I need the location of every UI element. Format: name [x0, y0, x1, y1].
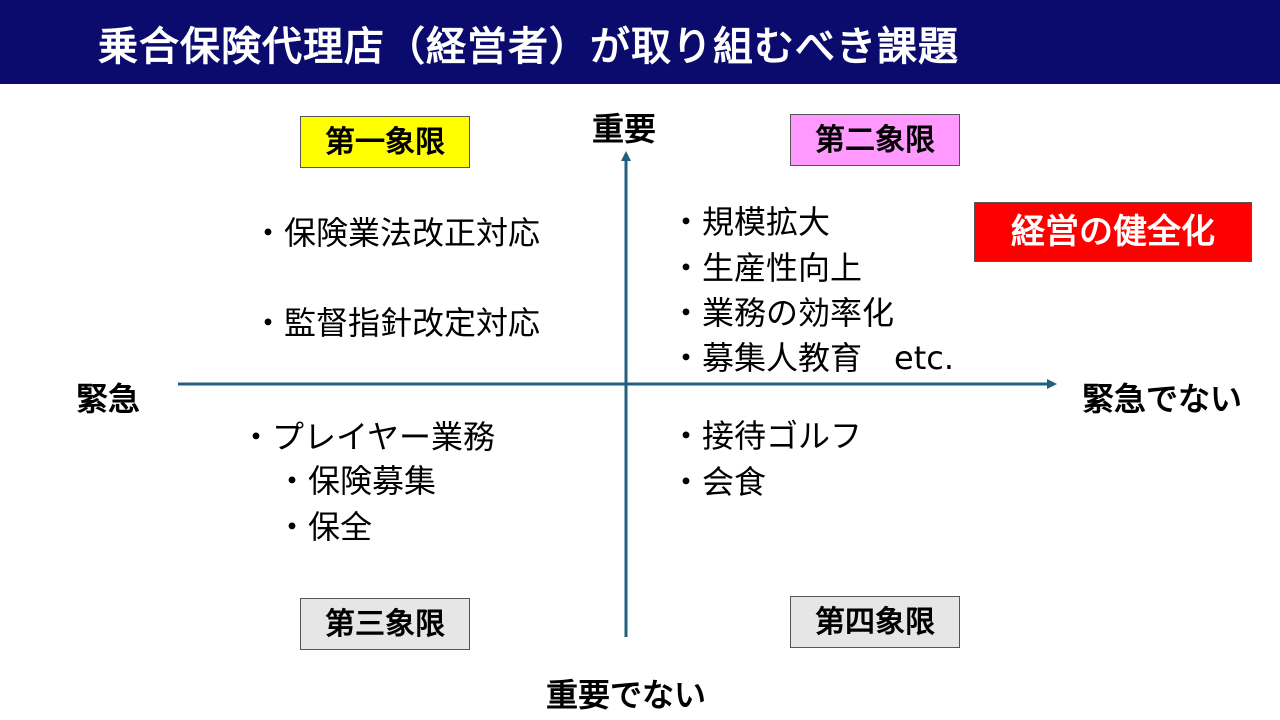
q1-item-1: ・保険業法改正対応 [252, 214, 541, 252]
q3-item-1: ・プレイヤー業務 [240, 418, 496, 456]
quadrant-1-label: 第一象限 [300, 116, 470, 168]
axis-label-urgent: 緊急 [76, 380, 141, 418]
q2-item-1: ・規模拡大 [670, 203, 831, 241]
axis-label-important: 重要 [592, 110, 657, 148]
title-bar: 乗合保険代理店（経営者）が取り組むべき課題 [0, 0, 1280, 84]
q2-item-4: ・募集人教育 etc. [670, 339, 955, 377]
quadrant-2-label: 第二象限 [790, 114, 960, 166]
axis-label-not-urgent: 緊急でない [1082, 380, 1243, 418]
quadrant-3-label: 第三象限 [300, 598, 470, 650]
q4-item-2: ・会食 [670, 463, 767, 501]
q1-item-2: ・監督指針改定対応 [252, 304, 541, 342]
q3-item-3: ・保全 [276, 508, 373, 546]
q4-item-1: ・接待ゴルフ [670, 417, 863, 455]
management-health-badge: 経営の健全化 [974, 202, 1252, 262]
q2-item-2: ・生産性向上 [670, 249, 863, 287]
slide-title: 乗合保険代理店（経営者）が取り組むべき課題 [98, 24, 959, 70]
quadrant-4-label: 第四象限 [790, 596, 960, 648]
q3-item-2: ・保険募集 [276, 462, 437, 500]
axis-label-not-important: 重要でない [546, 676, 707, 714]
q2-item-3: ・業務の効率化 [670, 294, 895, 332]
